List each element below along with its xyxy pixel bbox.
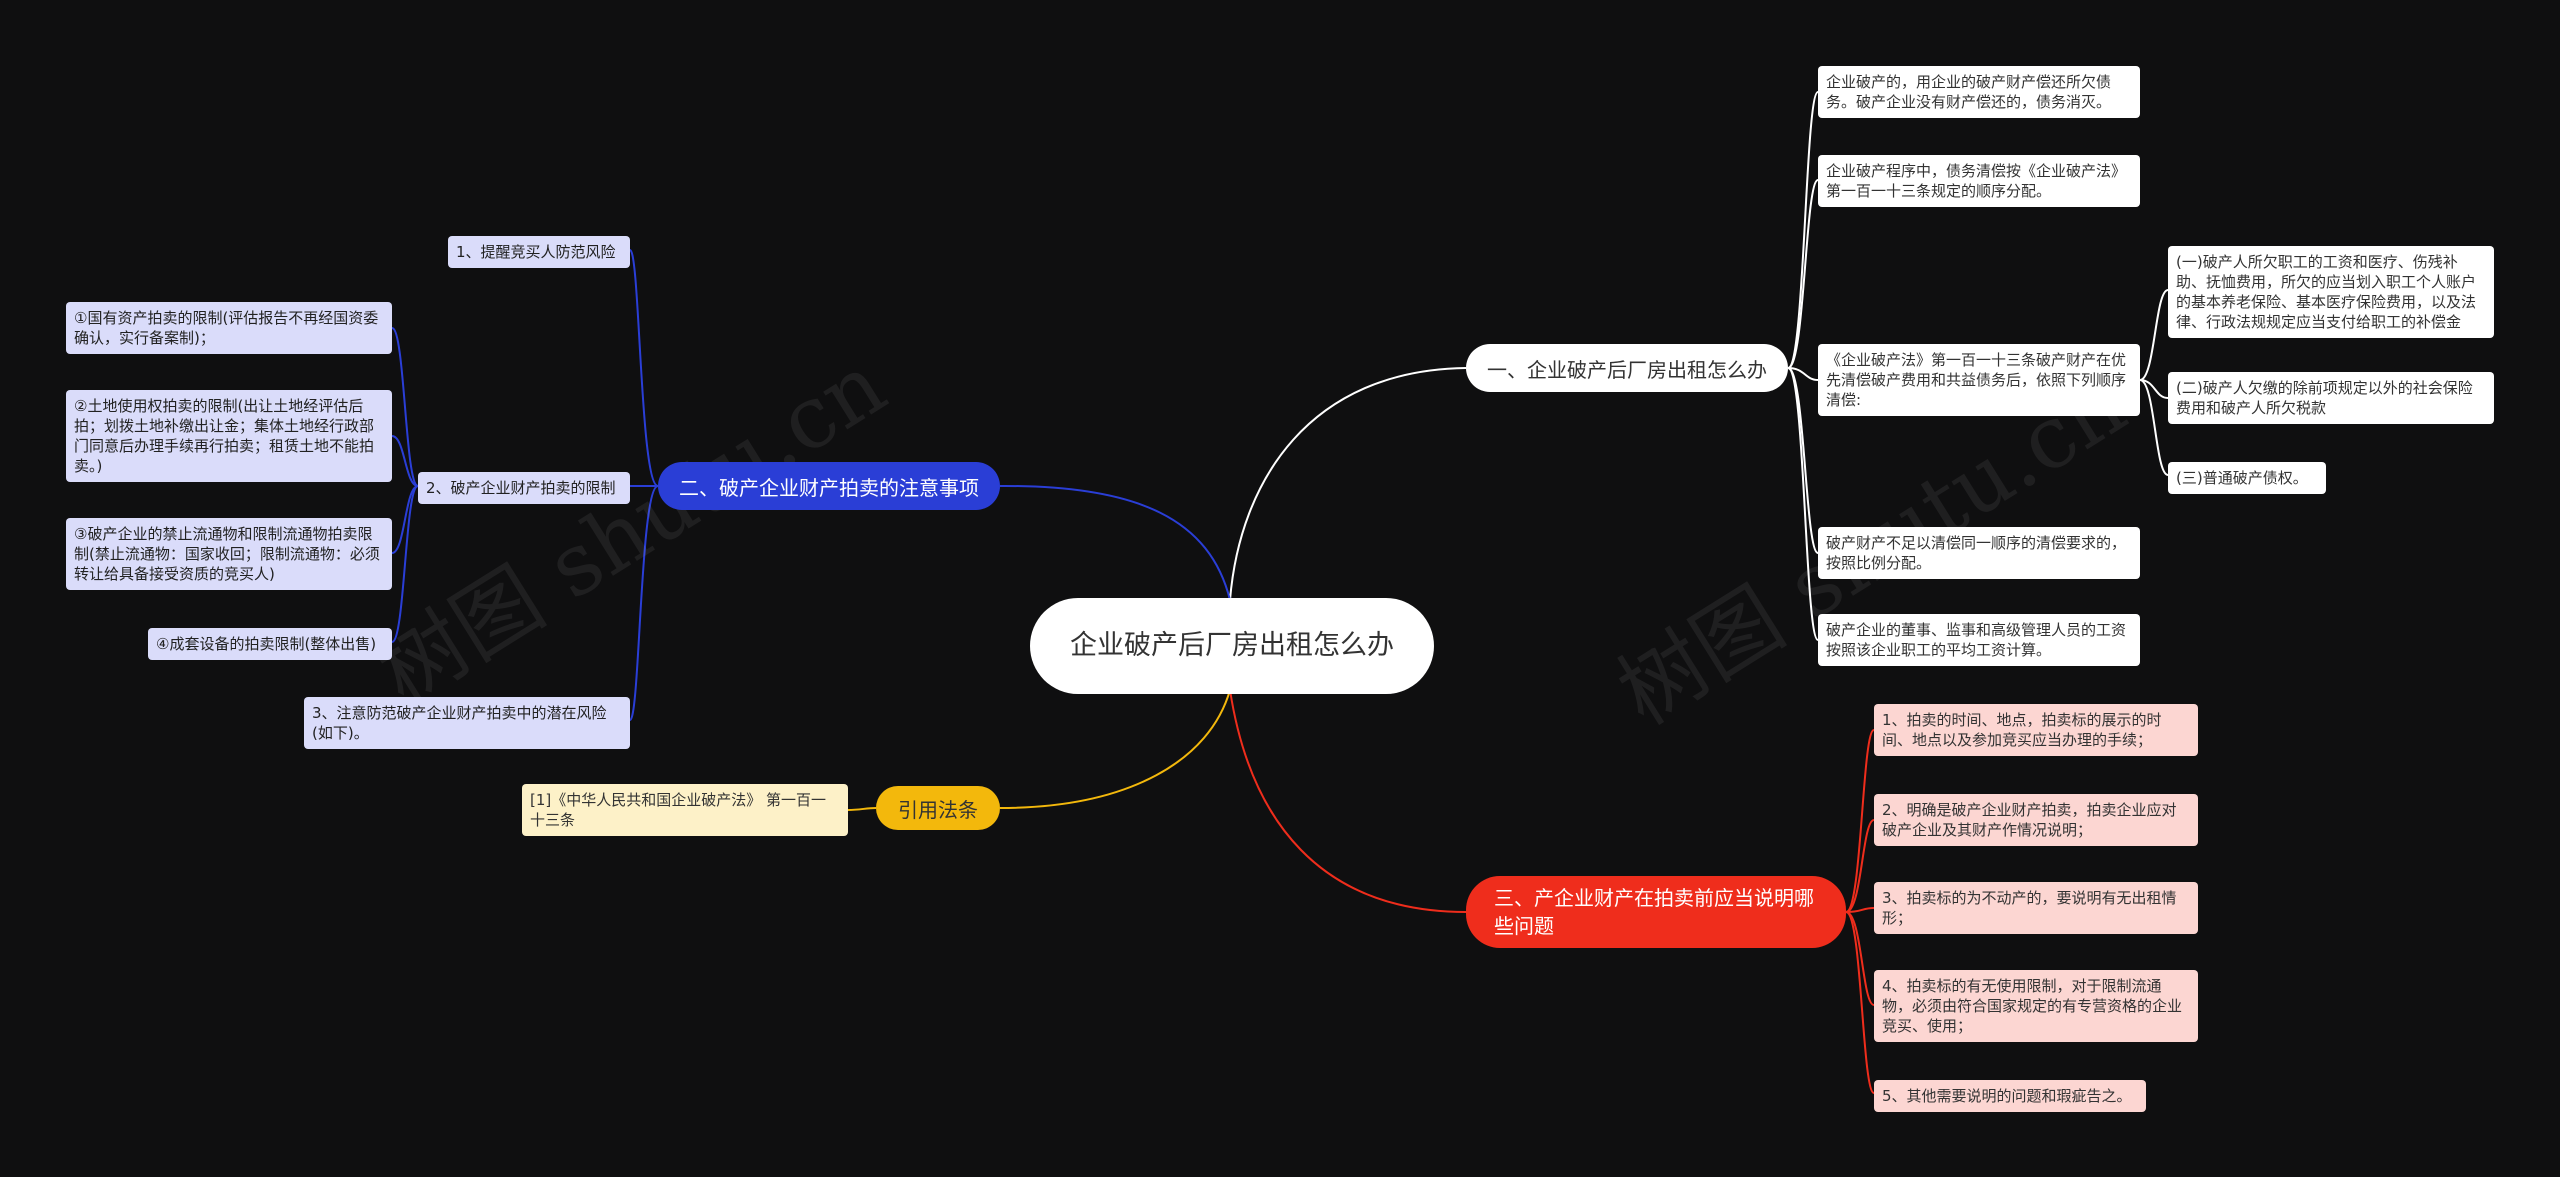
root-topic-label: 企业破产后厂房出租怎么办 <box>1070 630 1394 661</box>
branch-2-item-1[interactable]: 1、提醒竞买人防范风险 <box>448 236 630 268</box>
link-root-branch3 <box>1229 689 1467 913</box>
branch-2-subitem-1[interactable]: ①国有资产拍卖的限制(评估报告不再经国资委确认，实行备案制)； <box>66 302 392 354</box>
branch-3-label: 三、产企业财产在拍卖前应当说明哪些问题 <box>1494 886 1814 938</box>
branch-1-item-2[interactable]: 企业破产程序中，债务清偿按《企业破产法》第一百一十三条规定的顺序分配。 <box>1818 155 2140 207</box>
branch-2-item-2[interactable]: 2、破产企业财产拍卖的限制 <box>418 472 630 504</box>
branch-2-label: 二、破产企业财产拍卖的注意事项 <box>679 475 979 500</box>
branch-3-item-5[interactable]: 5、其他需要说明的问题和瑕疵告之。 <box>1874 1080 2146 1112</box>
branch-3-topic[interactable]: 三、产企业财产在拍卖前应当说明哪些问题 <box>1466 876 1846 948</box>
branch-4-topic[interactable]: 引用法条 <box>876 786 1000 830</box>
branch-1-subitem-1[interactable]: (一)破产人所欠职工的工资和医疗、伤残补助、抚恤费用，所欠的应当划入职工个人账户… <box>2168 246 2494 338</box>
link-root-branch1 <box>1229 367 1467 601</box>
branch-2-subitem-3[interactable]: ③破产企业的禁止流通物和限制流通物拍卖限制(禁止流通物：国家收回；限制流通物：必… <box>66 518 392 590</box>
branch-1-topic[interactable]: 一、企业破产后厂房出租怎么办 <box>1466 344 1788 392</box>
branch-1-subitem-2[interactable]: (二)破产人欠缴的除前项规定以外的社会保险费用和破产人所欠税款 <box>2168 372 2494 424</box>
branch-4-label: 引用法条 <box>898 797 978 822</box>
branch-1-item-4[interactable]: 破产财产不足以清偿同一顺序的清偿要求的，按照比例分配。 <box>1818 527 2140 579</box>
branch-3-item-1[interactable]: 1、拍卖的时间、地点，拍卖标的展示的时间、地点以及参加竞买应当办理的手续； <box>1874 704 2198 756</box>
branch-3-item-3[interactable]: 3、拍卖标的为不动产的，要说明有无出租情形； <box>1874 882 2198 934</box>
branch-2-subitem-4[interactable]: ④成套设备的拍卖限制(整体出售) <box>148 628 392 660</box>
branch-3-item-4[interactable]: 4、拍卖标的有无使用限制，对于限制流通物，必须由符合国家规定的有专营资格的企业竞… <box>1874 970 2198 1042</box>
root-topic[interactable]: 企业破产后厂房出租怎么办 <box>1030 598 1434 694</box>
branch-1-item-3[interactable]: 《企业破产法》第一百一十三条破产财产在优先清偿破产费用和共益债务后，依照下列顺序… <box>1818 344 2140 416</box>
branch-1-item-1[interactable]: 企业破产的，用企业的破产财产偿还所欠债务。破产企业没有财产偿还的，债务消灭。 <box>1818 66 2140 118</box>
branch-3-item-2[interactable]: 2、明确是破产企业财产拍卖，拍卖企业应对破产企业及其财产作情况说明； <box>1874 794 2198 846</box>
branch-2-item-3[interactable]: 3、注意防范破产企业财产拍卖中的潜在风险(如下)。 <box>304 697 630 749</box>
link-root-branch4 <box>999 689 1231 809</box>
branch-1-label: 一、企业破产后厂房出租怎么办 <box>1487 357 1767 382</box>
branch-2-subitem-2[interactable]: ②土地使用权拍卖的限制(出让土地经评估后拍；划拨土地补缴出让金；集体土地经行政部… <box>66 390 392 482</box>
branch-2-topic[interactable]: 二、破产企业财产拍卖的注意事项 <box>658 462 1000 510</box>
branch-1-subitem-3[interactable]: (三)普通破产债权。 <box>2168 462 2326 494</box>
link-root-branch2 <box>999 484 1231 601</box>
branch-1-item-5[interactable]: 破产企业的董事、监事和高级管理人员的工资按照该企业职工的平均工资计算。 <box>1818 614 2140 666</box>
branch-4-item-1[interactable]: [1]《中华人民共和国企业破产法》 第一百一十三条 <box>522 784 848 836</box>
